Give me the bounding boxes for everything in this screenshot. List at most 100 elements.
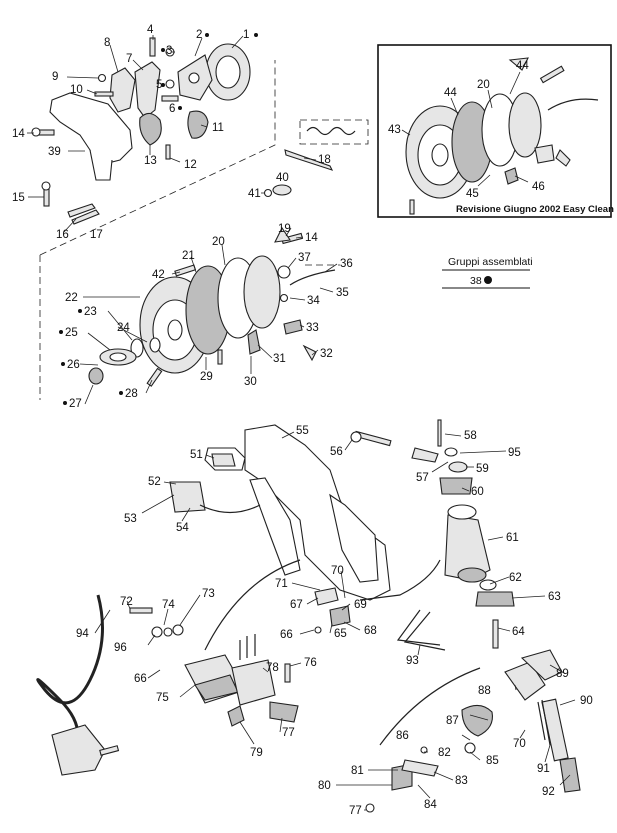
callout-39: 39 bbox=[48, 146, 61, 158]
lever-part-7 bbox=[134, 61, 161, 119]
callout-19: 19 bbox=[278, 223, 291, 235]
callout-33: 33 bbox=[306, 322, 319, 334]
callout-11: 11 bbox=[212, 122, 224, 134]
inset-label-44-a: 44 bbox=[516, 60, 529, 72]
callout-96: 96 bbox=[114, 642, 127, 654]
inset-label-44-b: 44 bbox=[444, 87, 457, 99]
callout-26: 26 bbox=[67, 359, 80, 371]
callout-41: 41 bbox=[248, 188, 261, 200]
assembled-groups-legend: Gruppi assemblati 38 bbox=[442, 256, 533, 289]
inset-label-45: 45 bbox=[466, 188, 479, 200]
callout-37: 37 bbox=[298, 252, 311, 264]
callout-76: 76 bbox=[304, 657, 317, 669]
callout-13: 13 bbox=[144, 155, 157, 167]
inset-caption: Revisione Giugno 2002 Easy Clean bbox=[456, 204, 614, 215]
callout-72: 72 bbox=[120, 596, 133, 608]
callout-70-right: 70 bbox=[513, 738, 526, 750]
callout-36: 36 bbox=[340, 258, 353, 270]
callout-3: 3 bbox=[166, 45, 172, 57]
callout-27: 27 bbox=[69, 398, 82, 410]
callout-30: 30 bbox=[244, 376, 257, 388]
callout-53: 53 bbox=[124, 513, 137, 525]
callout-24: 24 bbox=[117, 322, 130, 334]
callout-81: 81 bbox=[351, 765, 364, 777]
callout-25: 25 bbox=[65, 327, 78, 339]
callout-17: 17 bbox=[90, 229, 103, 241]
callout-89: 89 bbox=[556, 668, 569, 680]
callout-16: 16 bbox=[56, 229, 69, 241]
callout-65: 65 bbox=[334, 628, 347, 640]
callout-52: 52 bbox=[148, 476, 161, 488]
callout-69: 69 bbox=[354, 599, 367, 611]
callout-74: 74 bbox=[162, 599, 175, 611]
callout-35: 35 bbox=[336, 287, 349, 299]
callout-21: 21 bbox=[182, 250, 195, 262]
callout-22: 22 bbox=[65, 292, 78, 304]
callout-20: 20 bbox=[212, 236, 225, 248]
callout-86: 86 bbox=[396, 730, 409, 742]
callout-84: 84 bbox=[424, 799, 437, 811]
callout-51: 51 bbox=[190, 449, 203, 461]
callout-87: 87 bbox=[446, 715, 459, 727]
callout-32: 32 bbox=[320, 348, 333, 360]
callout-85: 85 bbox=[486, 755, 499, 767]
callout-70-mid: 70 bbox=[331, 565, 344, 577]
frame-pump-assembly: 51 52 53 54 55 56 57 58 59 60 61 62 63 6… bbox=[36, 419, 593, 817]
callout-34: 34 bbox=[307, 295, 320, 307]
spring-part-11 bbox=[187, 110, 209, 139]
callout-79: 79 bbox=[250, 747, 263, 759]
callout-64: 64 bbox=[512, 626, 525, 638]
top-assembly: 1 2 3 4 5 6 7 8 9 10 11 12 13 14 15 16 1… bbox=[12, 24, 369, 400]
callout-23: 23 bbox=[84, 306, 97, 318]
callout-61: 61 bbox=[506, 532, 519, 544]
callout-5: 5 bbox=[156, 79, 162, 91]
legend-title: Gruppi assemblati bbox=[448, 256, 533, 268]
callout-68: 68 bbox=[364, 625, 377, 637]
callout-9: 9 bbox=[52, 71, 58, 83]
spring-part-13 bbox=[139, 112, 162, 146]
assembled-markers bbox=[59, 33, 258, 405]
callout-93: 93 bbox=[406, 655, 419, 667]
callout-95: 95 bbox=[508, 447, 521, 459]
callout-80: 80 bbox=[318, 780, 331, 792]
callout-71: 71 bbox=[275, 578, 288, 590]
callout-88: 88 bbox=[478, 685, 491, 697]
callout-60: 60 bbox=[471, 486, 484, 498]
callout-6: 6 bbox=[169, 103, 175, 115]
callout-1: 1 bbox=[243, 29, 249, 41]
inset-label-46: 46 bbox=[532, 181, 545, 193]
callout-57: 57 bbox=[416, 472, 429, 484]
callout-4: 4 bbox=[147, 24, 154, 36]
callout-77-mid: 77 bbox=[282, 727, 295, 739]
callout-63: 63 bbox=[548, 591, 561, 603]
revision-inset: 44 20 44 43 45 46 Revisione Giugno 2002 … bbox=[377, 44, 614, 218]
power-cord-part-94 bbox=[36, 594, 104, 761]
callout-54: 54 bbox=[176, 522, 189, 534]
callout-56: 56 bbox=[330, 446, 343, 458]
callout-75: 75 bbox=[156, 692, 169, 704]
callout-2: 2 bbox=[196, 29, 202, 41]
callout-40: 40 bbox=[276, 172, 289, 184]
callout-73: 73 bbox=[202, 588, 215, 600]
plug-part-94 bbox=[51, 724, 106, 776]
callout-66-right: 66 bbox=[280, 629, 293, 641]
callout-59: 59 bbox=[476, 463, 489, 475]
callout-83: 83 bbox=[455, 775, 468, 787]
callout-62: 62 bbox=[509, 572, 522, 584]
callout-29: 29 bbox=[200, 371, 213, 383]
assembled-dot-icon bbox=[484, 276, 492, 284]
callout-92: 92 bbox=[542, 786, 555, 798]
callout-18: 18 bbox=[318, 154, 331, 166]
callout-82: 82 bbox=[438, 747, 451, 759]
callout-42: 42 bbox=[152, 269, 165, 281]
callout-67: 67 bbox=[290, 599, 303, 611]
callout-28: 28 bbox=[125, 388, 138, 400]
screw-part-4 bbox=[149, 37, 156, 57]
callout-94: 94 bbox=[76, 628, 89, 640]
callout-90: 90 bbox=[580, 695, 593, 707]
lever-part-8 bbox=[109, 67, 136, 113]
callout-14-mid: 14 bbox=[305, 232, 318, 244]
callout-91: 91 bbox=[537, 763, 550, 775]
inset-label-43: 43 bbox=[388, 124, 401, 136]
